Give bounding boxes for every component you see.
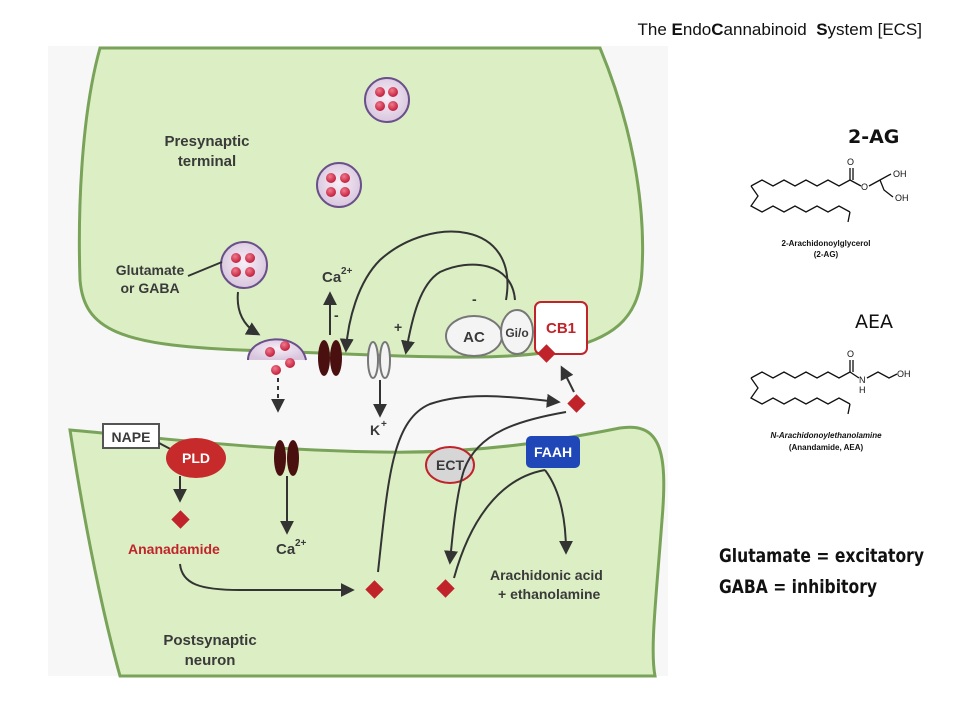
two-ag-structure: [750, 168, 894, 223]
aea-abbr: (Anandamide, AEA): [789, 443, 864, 452]
aea-oh-label: OH: [897, 369, 911, 379]
arrow: [339, 230, 509, 353]
faah-enzyme: [526, 436, 580, 468]
activate-sign: +: [394, 319, 402, 335]
vesicle: [364, 77, 410, 123]
nape-box: [102, 423, 160, 449]
ect-label: ECT: [436, 457, 464, 473]
two-ag-heading: 2-AG: [848, 126, 899, 148]
ligand: [365, 580, 384, 599]
aea-h-label: H: [859, 385, 866, 395]
two-ag-o-label: O: [847, 157, 854, 167]
arrow: [453, 469, 546, 579]
title-part: S: [816, 20, 828, 39]
aea-o-label: O: [847, 349, 854, 359]
cb1-receptor: [534, 301, 588, 355]
pld-enzyme: [166, 438, 226, 478]
ligand: [436, 579, 455, 598]
vesicle: [316, 162, 362, 208]
potassium-sup: +: [381, 419, 387, 430]
two-ag-name: 2-Arachidonoylglycerol: [782, 239, 871, 248]
two-ag-oh-label: OH: [893, 169, 907, 179]
gaba-note: GABA = inhibitory: [719, 576, 878, 598]
anandamide-label: Ananadamide: [128, 541, 220, 557]
cb1-label: CB1: [546, 320, 576, 337]
title-part: ndo: [682, 20, 712, 39]
title-part: E: [671, 20, 683, 39]
gio-label: Gi/o: [505, 326, 528, 340]
aea-n-label: N: [859, 375, 866, 385]
glutamate-pointer: [187, 261, 223, 277]
arrow: [544, 469, 573, 555]
title-part: annabinoid: [723, 20, 817, 39]
aea-structure: [750, 360, 898, 415]
calcium-channel: [274, 440, 299, 476]
arrow: [236, 291, 261, 336]
potassium-channel: [367, 341, 391, 379]
arrow: [179, 563, 355, 597]
glutamate-gaba-label: Glutamate: [116, 262, 185, 278]
postsynaptic-label: neuron: [185, 652, 236, 669]
faah-label: FAAH: [534, 444, 572, 460]
presynaptic-terminal: [77, 46, 645, 359]
arrow: [377, 393, 561, 573]
calcium-label: Ca: [276, 541, 296, 558]
two-ag-o-label: O: [861, 182, 868, 192]
glutamate-note: Glutamate = excitatory: [719, 545, 924, 567]
products-label: + ethanolamine: [498, 586, 601, 602]
two-ag-abbr: (2-AG): [814, 250, 839, 259]
calcium-sup: 2+: [295, 538, 307, 549]
products-label: Arachidonic acid: [490, 567, 603, 583]
inhibit-sign: -: [472, 291, 477, 307]
arrow: [401, 263, 516, 355]
aea-name: N-Arachidonoylethanolamine: [770, 431, 882, 440]
vesicle: [220, 241, 268, 289]
title-part: The: [637, 20, 672, 39]
glutamate-gaba-label: or GABA: [120, 280, 179, 296]
aea-heading: AEA: [855, 311, 893, 333]
calcium-channel: [318, 340, 342, 376]
two-ag-oh-label: OH: [895, 193, 909, 203]
ligand: [567, 394, 586, 413]
title-part: ystem [ECS]: [827, 20, 922, 39]
fusing-vesicle: [247, 338, 307, 375]
ac-label: AC: [463, 329, 485, 346]
calcium-label: Ca: [322, 269, 342, 286]
nape-label: NAPE: [112, 429, 151, 445]
inhibit-sign: -: [334, 307, 339, 323]
postsynaptic-label: Postsynaptic: [163, 632, 256, 649]
ligand: [537, 344, 556, 363]
gi-protein: [500, 309, 534, 355]
arrow: [560, 365, 575, 393]
potassium-label: K: [370, 422, 380, 438]
pld-label: PLD: [182, 450, 210, 466]
arrow: [444, 411, 567, 565]
calcium-sup: 2+: [341, 266, 353, 277]
presynaptic-label: Presynaptic: [164, 133, 249, 150]
title-part: C: [711, 20, 724, 39]
slide-title: The EndoCannabinoid System [ECS]: [638, 20, 922, 40]
ligand: [171, 510, 190, 529]
presynaptic-label: terminal: [178, 153, 236, 170]
